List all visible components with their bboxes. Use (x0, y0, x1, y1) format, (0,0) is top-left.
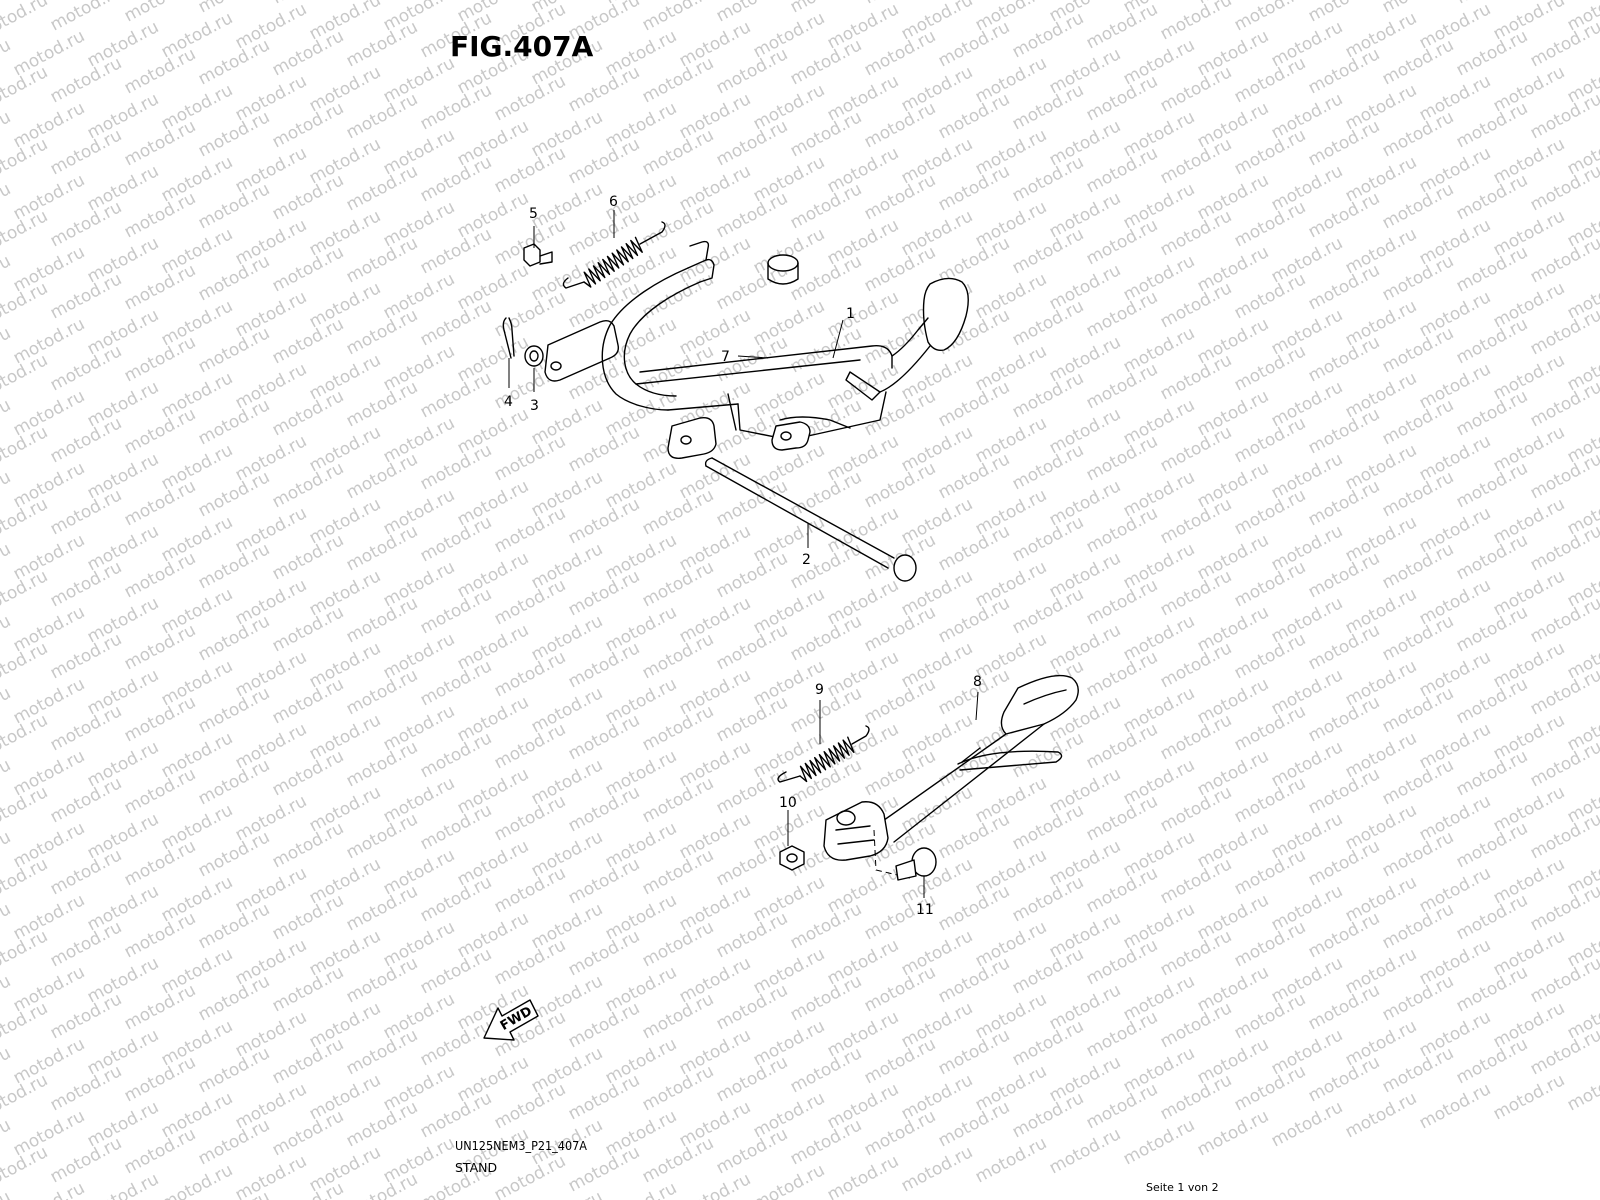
cotter-pin (502, 317, 515, 359)
stand-shaft (704, 457, 917, 582)
callout-3: 3 (530, 398, 539, 414)
bolt-5 (523, 243, 553, 267)
callout-1: 1 (846, 306, 855, 322)
callouts: 1 2 3 4 5 6 7 8 9 10 11 (504, 194, 982, 918)
callout-9: 9 (815, 682, 824, 698)
callout-6: 6 (609, 194, 618, 210)
center-stand-spring (562, 221, 666, 289)
figure-title: FIG.407A (450, 30, 594, 63)
callout-5: 5 (529, 206, 538, 222)
callout-7: 7 (721, 349, 730, 365)
drawing-name: STAND (455, 1160, 498, 1175)
side-stand-spring (777, 725, 870, 783)
page-number: Seite 1 von 2 (1146, 1181, 1219, 1194)
side-stand-bolt (895, 847, 937, 881)
fwd-direction-arrow: FWD (483, 999, 539, 1041)
callout-11: 11 (916, 902, 934, 918)
callout-8: 8 (973, 674, 982, 690)
callout-2: 2 (802, 552, 811, 568)
side-stand (823, 674, 1079, 879)
drawing-code: UN125NEM3_P21_407A (455, 1138, 587, 1153)
nut (779, 845, 805, 871)
callout-10: 10 (779, 795, 797, 811)
washer (524, 345, 544, 367)
stopper-rubber (767, 254, 799, 285)
center-stand (544, 240, 969, 459)
callout-4: 4 (504, 394, 513, 410)
